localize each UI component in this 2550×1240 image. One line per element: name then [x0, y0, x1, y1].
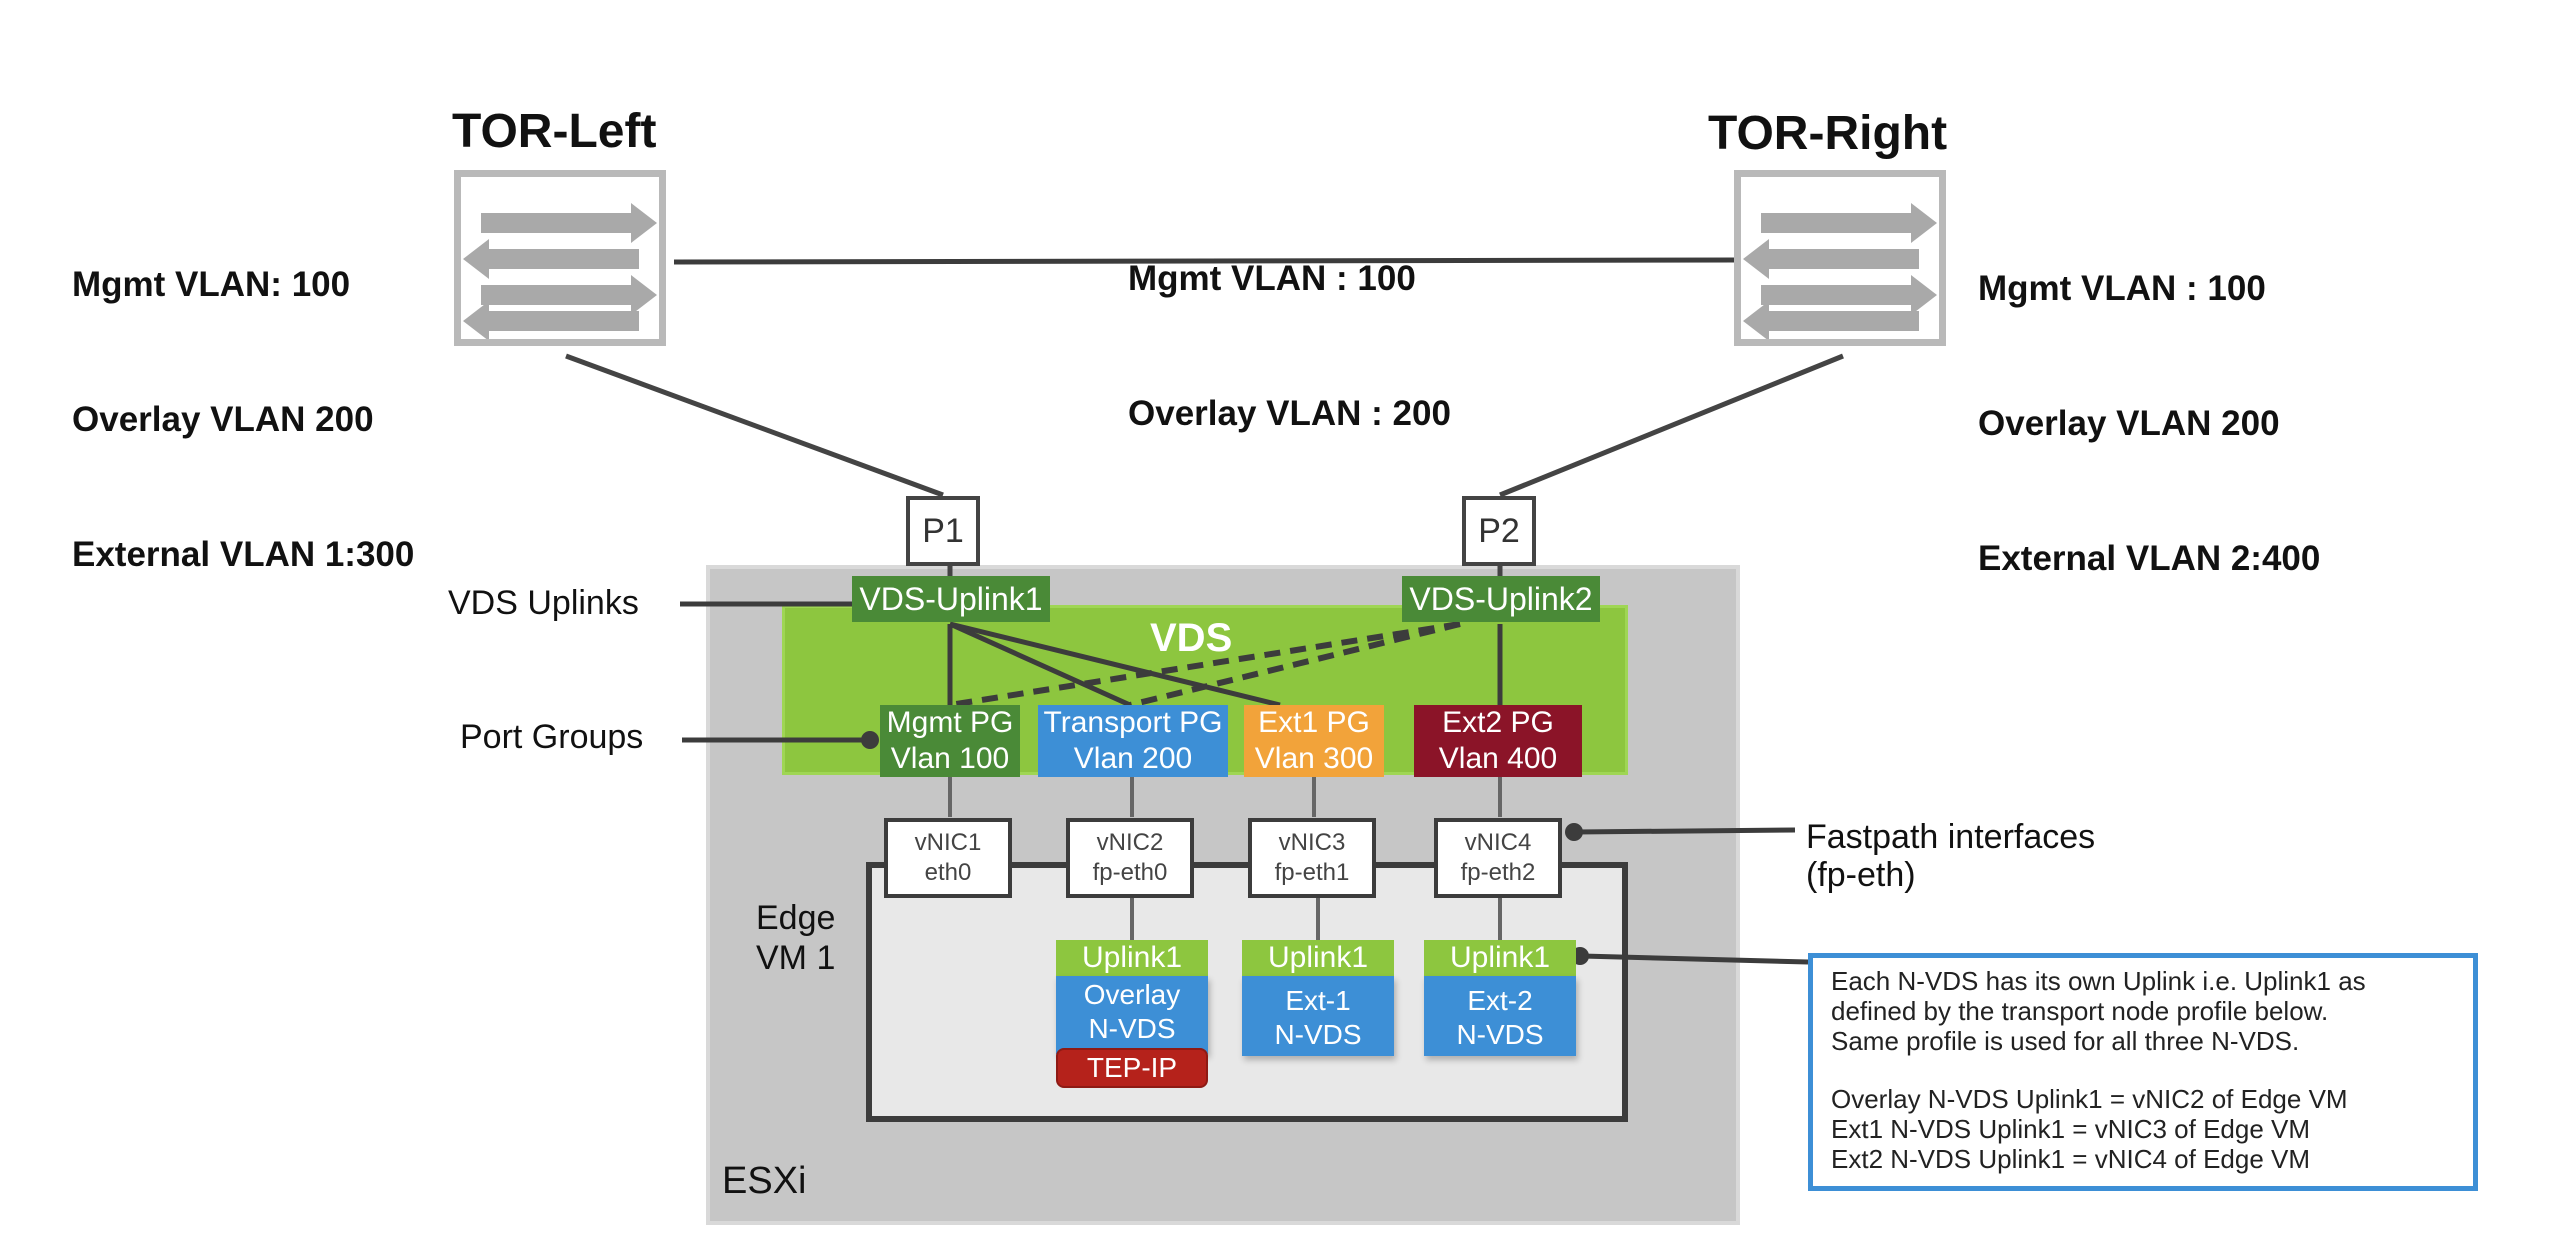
vnic-3: vNIC3 fp-eth1	[1248, 818, 1376, 898]
tor-right-title: TOR-Right	[1708, 107, 1948, 160]
tep-ip-badge: TEP-IP	[1056, 1048, 1208, 1088]
nvds-type: N-VDS	[1456, 1019, 1544, 1050]
port-group-name: Ext1 PG	[1258, 706, 1370, 739]
port-group-name: Ext2 PG	[1442, 706, 1554, 739]
nvds-name: Overlay	[1083, 979, 1181, 1010]
port-group-name: Mgmt PG	[886, 706, 1014, 739]
vds-uplinks-label: VDS Uplinks	[448, 584, 639, 622]
fastpath-label: Fastpath interfaces (fp-eth)	[1806, 818, 2095, 894]
tor-left-line-2: Overlay VLAN 200	[72, 400, 374, 439]
info-line: Ext1 N-VDS Uplink1 = vNIC3 of Edge VM	[1831, 1114, 2311, 1144]
port-group-transport: Transport PG Vlan 200	[1038, 705, 1228, 777]
uplink1-to-transport-line	[948, 621, 1132, 708]
vds-label: VDS	[1150, 616, 1233, 660]
interlink-vlan-info: Mgmt VLAN : 100 Overlay VLAN : 200	[1128, 166, 1451, 526]
nvds-overlay-uplink1: Uplink1	[1056, 940, 1208, 976]
tor-left-vlan-info: Mgmt VLAN: 100 Overlay VLAN 200 External…	[72, 172, 414, 667]
uplink2-to-mgmt-dashed	[949, 621, 1461, 708]
edge-vm-label: Edge VM 1	[756, 898, 835, 978]
edge-vm-label-line-1: Edge	[756, 899, 836, 937]
interlink-line-2: Overlay VLAN : 200	[1128, 394, 1451, 433]
nvds-ext1-uplink1: Uplink1	[1242, 940, 1394, 976]
port-group-vlan: Vlan 200	[1073, 742, 1193, 775]
vnic-4: vNIC4 fp-eth2	[1434, 818, 1562, 898]
tor-right-line-2: Overlay VLAN 200	[1978, 404, 2280, 443]
uplink2-to-transport-dashed	[1129, 621, 1461, 708]
vnic-2: vNIC2 fp-eth0	[1066, 818, 1194, 898]
vnic-1: vNIC1 eth0	[884, 818, 1012, 898]
nvds-name: Ext-1	[1285, 985, 1351, 1016]
info-line: Overlay N-VDS Uplink1 = vNIC2 of Edge VM	[1831, 1084, 2348, 1114]
vds-uplink1: VDS-Uplink1	[852, 576, 1050, 622]
vnic-name: vNIC3	[1278, 829, 1346, 856]
info-line: defined by the transport node profile be…	[1831, 996, 2329, 1026]
nvds-type: N-VDS	[1274, 1019, 1362, 1050]
port-group-mgmt: Mgmt PG Vlan 100	[880, 705, 1020, 777]
port-p2: P2	[1462, 496, 1536, 566]
uplink1-to-ext1-line	[949, 621, 1281, 708]
tor-left-line-3: External VLAN 1:300	[72, 535, 415, 574]
port-group-vlan: Vlan 100	[890, 742, 1010, 775]
tor-right-to-p2-line	[1499, 353, 1844, 498]
uplink-info-callout-line	[1581, 953, 1809, 965]
tor-left-line-1: Mgmt VLAN: 100	[72, 265, 351, 304]
vnic-name: vNIC4	[1464, 829, 1532, 856]
port-group-ext1: Ext1 PG Vlan 300	[1244, 705, 1384, 777]
port-group-ext2: Ext2 PG Vlan 400	[1414, 705, 1582, 777]
nvds-ext1: Ext-1 N-VDS	[1242, 976, 1394, 1056]
vds-uplink2: VDS-Uplink2	[1402, 576, 1600, 622]
uplink-info-box: Each N-VDS has its own Uplink i.e. Uplin…	[1808, 953, 2478, 1191]
tor-left-title: TOR-Left	[452, 105, 657, 158]
fastpath-callout-line	[1575, 827, 1796, 835]
fastpath-label-line-2: (fp-eth)	[1806, 856, 1916, 894]
nvds-ext2-uplink1: Uplink1	[1424, 940, 1576, 976]
tor-right-line-3: External VLAN 2:400	[1978, 539, 2321, 578]
tor-left-switch-icon	[454, 170, 666, 346]
nvds-name: Ext-2	[1467, 985, 1533, 1016]
info-line: Ext2 N-VDS Uplink1 = vNIC4 of Edge VM	[1831, 1144, 2311, 1174]
interlink-line-1: Mgmt VLAN : 100	[1128, 259, 1416, 298]
vnic-interface: eth0	[924, 859, 972, 886]
port-groups-label: Port Groups	[460, 718, 644, 756]
tor-interlink-line	[673, 257, 1737, 265]
fastpath-label-line-1: Fastpath interfaces	[1806, 818, 2096, 856]
port-group-name: Transport PG	[1043, 706, 1223, 739]
port-p1: P1	[906, 496, 980, 566]
port-group-vlan: Vlan 300	[1254, 742, 1374, 775]
tor-left-to-p1-line	[565, 353, 944, 498]
vnic-name: vNIC1	[914, 829, 982, 856]
nvds-type: N-VDS	[1088, 1013, 1176, 1044]
nvds-overlay: Overlay N-VDS	[1056, 976, 1208, 1054]
tor-right-line-1: Mgmt VLAN : 100	[1978, 269, 2266, 308]
vnic-name: vNIC2	[1096, 829, 1164, 856]
info-line: Same profile is used for all three N-VDS…	[1831, 1026, 2300, 1056]
esxi-label: ESXi	[722, 1160, 807, 1202]
tor-right-switch-icon	[1734, 170, 1946, 346]
vnic-interface: fp-eth1	[1274, 859, 1350, 886]
info-line: Each N-VDS has its own Uplink i.e. Uplin…	[1831, 966, 2366, 996]
vnic-interface: fp-eth0	[1092, 859, 1168, 886]
vnic-interface: fp-eth2	[1460, 859, 1536, 886]
tor-right-vlan-info: Mgmt VLAN : 100 Overlay VLAN 200 Externa…	[1978, 176, 2320, 671]
edge-vm-label-line-2: VM 1	[756, 939, 836, 977]
port-group-vlan: Vlan 400	[1438, 742, 1558, 775]
nvds-ext2: Ext-2 N-VDS	[1424, 976, 1576, 1056]
